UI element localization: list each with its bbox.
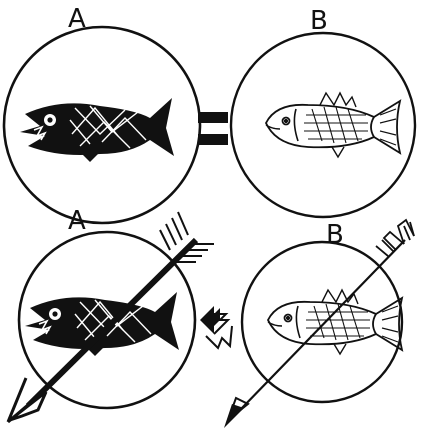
arrow-bottom-b [224,220,414,428]
dark-fish-bottom [25,292,179,356]
circle-bottom-b [242,242,402,402]
circle-top-b [231,33,415,217]
light-fish-bottom [268,290,402,354]
double-arrow-sign [200,306,232,348]
equals-sign [198,112,228,145]
dark-fish-top [20,98,174,162]
light-fish-top [266,93,400,157]
